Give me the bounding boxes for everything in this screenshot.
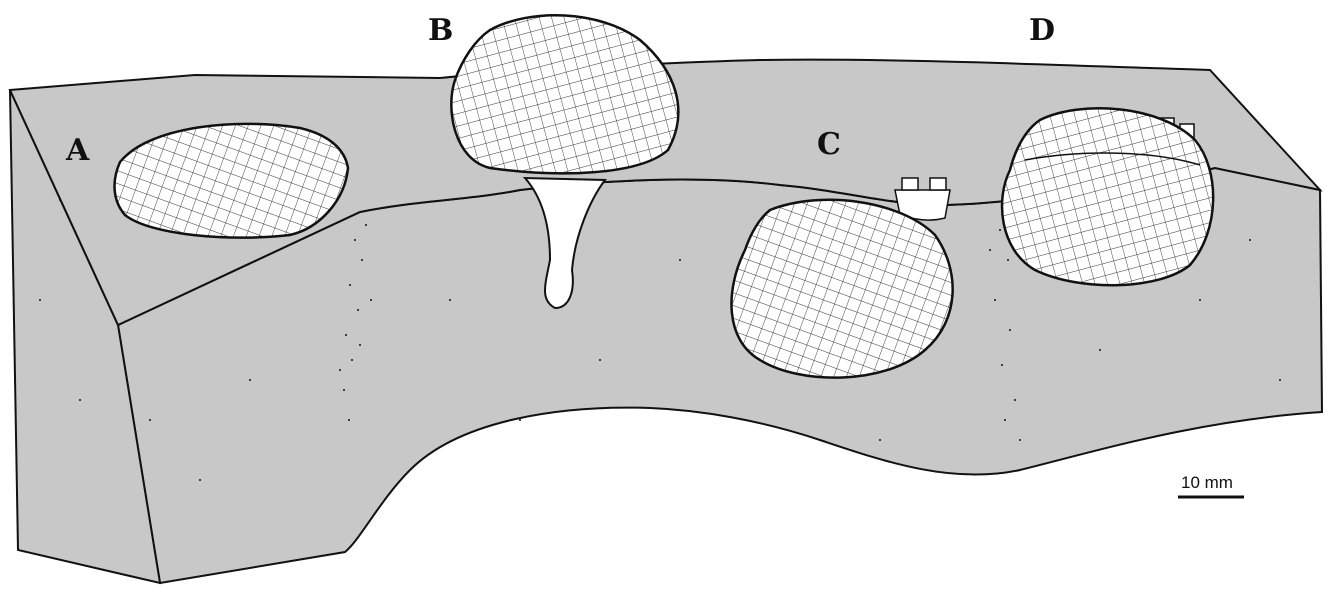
shell-d: [1002, 108, 1213, 285]
panel-label-d: D: [1029, 16, 1055, 46]
shell-c: [731, 200, 952, 378]
shell-a: [115, 124, 348, 238]
panel-label-a: A: [66, 136, 89, 166]
panel-label-b: B: [428, 16, 453, 46]
shell-b: [451, 15, 678, 173]
panel-label-c: C: [817, 130, 841, 160]
scale-bar-label: 10 mm: [1181, 473, 1233, 493]
